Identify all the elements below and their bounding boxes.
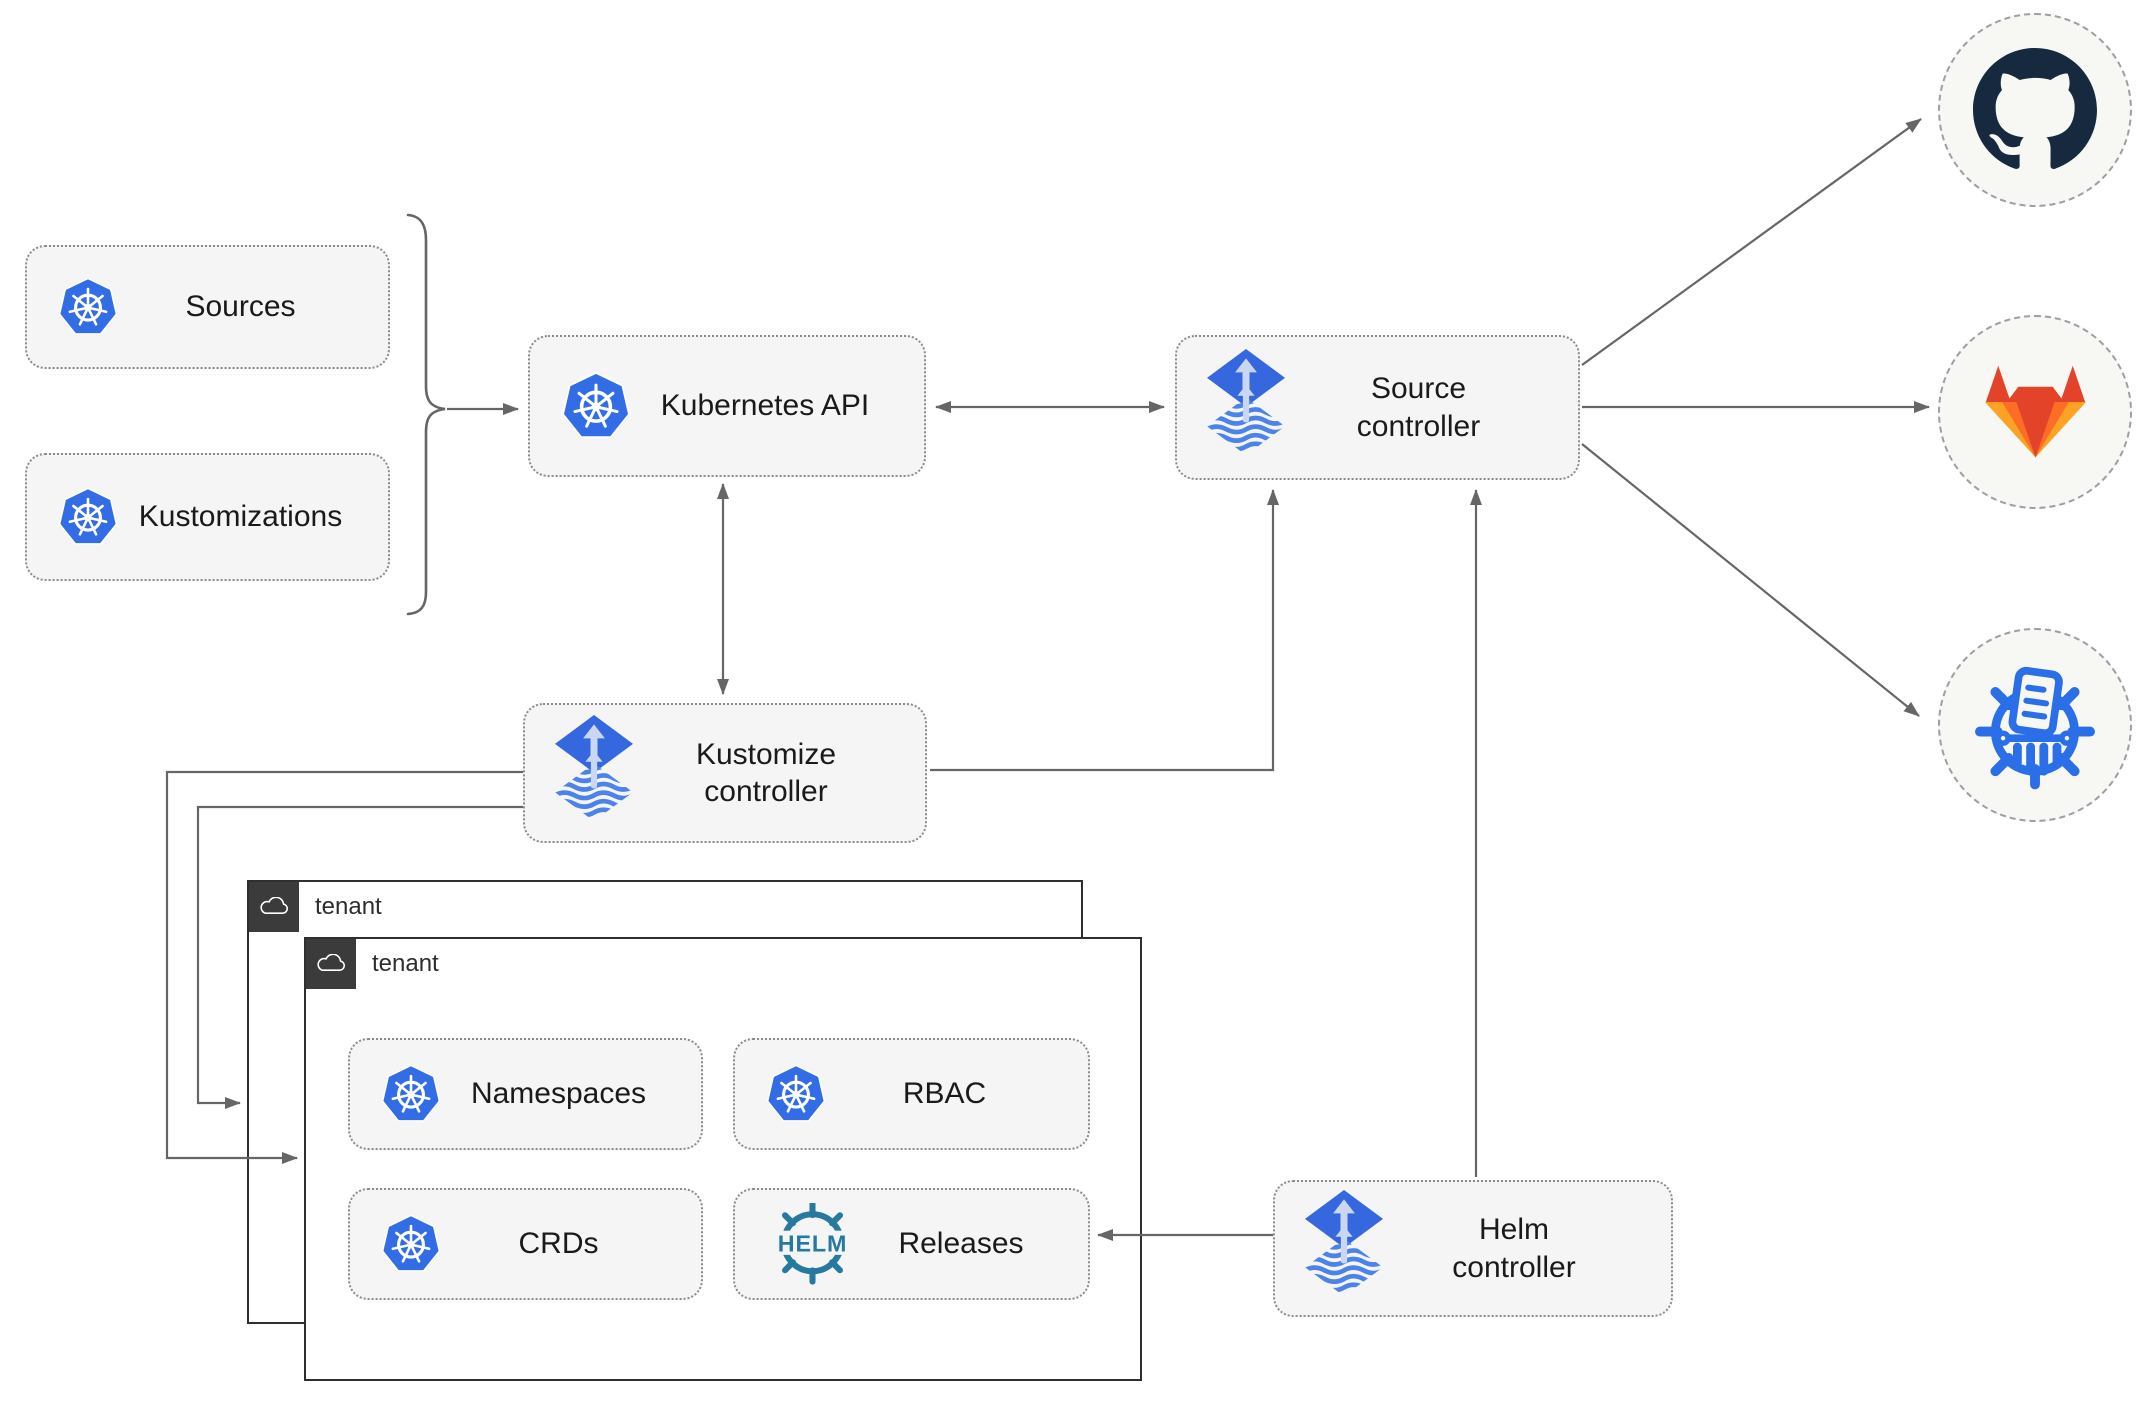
tenant-group-front[interactable]: tenant [304, 937, 1142, 1381]
node-label: Namespaces [470, 1077, 647, 1111]
remote-container-registry[interactable] [1938, 628, 2132, 822]
kubernetes-icon [560, 370, 632, 442]
flux-icon [1305, 1190, 1383, 1307]
cloud-tab [306, 939, 356, 989]
node-label: CRDs [518, 1227, 599, 1261]
edge-kustomize-source [930, 489, 1279, 772]
edge-source-github [1581, 118, 1922, 366]
tenant-label: tenant [315, 893, 382, 920]
node-label: Kustomize controller [695, 737, 837, 809]
remote-gitlab[interactable] [1938, 315, 2132, 509]
node-releases[interactable]: HELM Releases [733, 1188, 1090, 1300]
node-rbac[interactable]: RBAC [733, 1038, 1090, 1150]
cloud-icon [316, 954, 346, 974]
helm-logo-text: HELM [778, 1230, 847, 1256]
flux-icon [1207, 349, 1285, 466]
kubernetes-icon [765, 1063, 827, 1125]
node-label: RBAC [902, 1077, 987, 1111]
node-crds[interactable]: CRDs [348, 1188, 703, 1300]
node-sources[interactable]: Sources [25, 245, 390, 369]
cloud-icon [259, 897, 289, 917]
helm-icon: HELM [765, 1202, 860, 1286]
node-label: Helm controller [1452, 1213, 1576, 1284]
node-kustomizations[interactable]: Kustomizations [25, 453, 390, 581]
github-octocat-icon [1973, 48, 2097, 169]
node-kustomize-controller[interactable]: Kustomize controller [523, 703, 927, 843]
node-label: Kubernetes API [660, 389, 870, 423]
node-label: Source controller [1356, 372, 1481, 443]
node-kubernetes-api[interactable]: Kubernetes API [528, 335, 926, 477]
kubernetes-icon [380, 1213, 442, 1275]
container-registry-icon [1975, 666, 2095, 790]
node-namespaces[interactable]: Namespaces [348, 1038, 703, 1150]
kubernetes-icon [57, 486, 119, 548]
brace [406, 213, 446, 616]
node-label: Sources [185, 290, 296, 324]
node-label: Kustomizations [138, 500, 343, 534]
cloud-tab [249, 882, 299, 932]
kubernetes-icon [57, 276, 119, 338]
node-source-controller[interactable]: Source controller [1175, 335, 1580, 480]
kubernetes-icon [380, 1063, 442, 1125]
remote-github[interactable] [1938, 13, 2132, 207]
node-helm-controller[interactable]: Helm controller [1273, 1180, 1673, 1317]
edge-source-registry [1581, 443, 1920, 717]
node-label: Releases [898, 1227, 1024, 1261]
tenant-label: tenant [372, 950, 439, 977]
gitlab-tanuki-icon [1984, 365, 2086, 457]
flux-icon [555, 715, 633, 832]
